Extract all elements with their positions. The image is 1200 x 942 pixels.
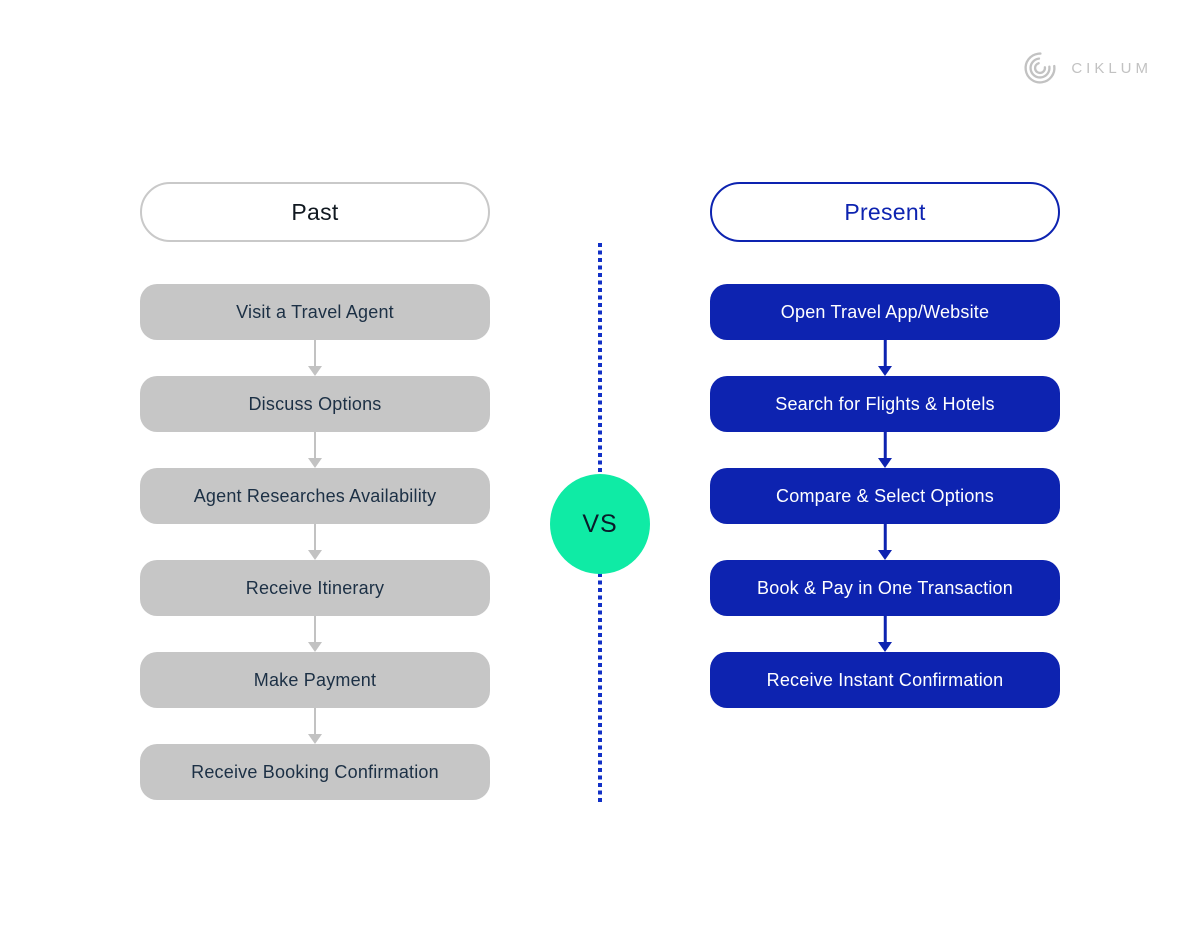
arrow-down-icon [710,524,1060,560]
flow-step-box: Open Travel App/Website [710,284,1060,340]
ciklum-logo-icon [1024,52,1056,84]
flow-step-box: Receive Instant Confirmation [710,652,1060,708]
arrow-down-icon [140,432,490,468]
flow-step-box: Make Payment [140,652,490,708]
arrow-down-icon [710,616,1060,652]
flow-step: Agent Researches Availability [140,468,490,560]
flow-step: Search for Flights & Hotels [710,376,1060,468]
ciklum-logo-text: CIKLUM [1071,59,1152,77]
flow-step: Receive Booking Confirmation [140,744,490,800]
flow-step-label: Visit a Travel Agent [236,301,394,322]
divider-dotted-line: VS [550,243,650,805]
flow-step-label: Book & Pay in One Transaction [757,577,1013,598]
flow-step-label: Discuss Options [248,393,382,414]
flow-step: Receive Instant Confirmation [710,652,1060,708]
flow-step-label: Compare & Select Options [776,485,994,506]
ciklum-logo: CIKLUM [1022,50,1152,86]
flow-step-label: Receive Instant Confirmation [766,669,1004,690]
past-title: Past [291,198,339,225]
flow-step: Receive Itinerary [140,560,490,652]
flow-step-box: Book & Pay in One Transaction [710,560,1060,616]
flow-step: Discuss Options [140,376,490,468]
flow-step-label: Make Payment [253,669,377,690]
flow-step: Compare & Select Options [710,468,1060,560]
vs-label: VS [582,509,618,538]
flow-step: Visit a Travel Agent [140,284,490,376]
present-title: Present [844,198,926,225]
flow-step-label: Search for Flights & Hotels [775,393,995,414]
present-column: Present Open Travel App/Website Search f… [710,182,1060,708]
present-header-pill: Present [710,182,1060,242]
flow-step-box: Visit a Travel Agent [140,284,490,340]
flow-step: Open Travel App/Website [710,284,1060,376]
past-flow: Visit a Travel Agent Discuss Options Age… [140,284,490,800]
arrow-down-icon [140,524,490,560]
flow-step-label: Open Travel App/Website [780,301,990,322]
flow-step-box: Agent Researches Availability [140,468,490,524]
arrow-down-icon [140,708,490,744]
flow-step-box: Discuss Options [140,376,490,432]
past-header-pill: Past [140,182,490,242]
flow-step-label: Agent Researches Availability [193,485,437,506]
flow-step: Make Payment [140,652,490,744]
flow-step-label: Receive Booking Confirmation [191,761,439,782]
arrow-down-icon [710,432,1060,468]
flow-step-label: Receive Itinerary [245,577,385,598]
arrow-down-icon [710,340,1060,376]
arrow-down-icon [140,340,490,376]
past-column: Past Visit a Travel Agent Discuss Option… [140,182,490,800]
flow-step-box: Compare & Select Options [710,468,1060,524]
flow-step-box: Receive Itinerary [140,560,490,616]
vs-badge: VS [550,474,650,574]
flow-step: Book & Pay in One Transaction [710,560,1060,652]
flow-step-box: Search for Flights & Hotels [710,376,1060,432]
flow-step-box: Receive Booking Confirmation [140,744,490,800]
present-flow: Open Travel App/Website Search for Fligh… [710,284,1060,708]
arrow-down-icon [140,616,490,652]
